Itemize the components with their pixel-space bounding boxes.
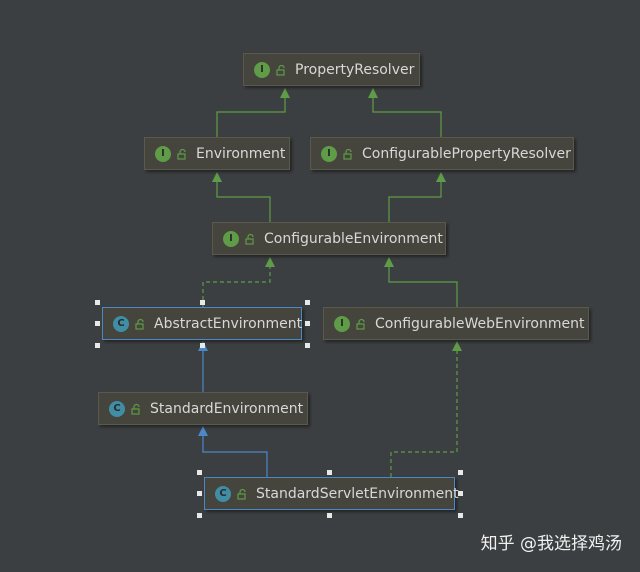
node-label: PropertyResolver — [295, 61, 415, 78]
node-configurable-environment[interactable]: I ConfigurableEnvironment — [212, 222, 446, 255]
selection-handle[interactable] — [305, 343, 310, 348]
interface-icon: I — [334, 315, 350, 332]
node-label: ConfigurablePropertyResolver — [362, 145, 571, 162]
selection-handle[interactable] — [458, 470, 463, 475]
edge-standard-servlet-environment-to-configurable-web-environment — [390, 341, 462, 477]
edge-configurable-web-environment-to-configurable-environment — [384, 257, 458, 307]
edge-environment-to-property-resolver — [216, 88, 290, 137]
interface-icon: I — [223, 230, 239, 247]
selection-handle[interactable] — [95, 343, 100, 348]
selection-handle[interactable] — [197, 470, 202, 475]
lock-open-icon — [135, 318, 144, 330]
watermark: 知乎 @我选择鸡汤 — [480, 534, 622, 554]
lock-open-icon — [131, 403, 140, 415]
node-standard-environment[interactable]: C StandardEnvironment — [98, 392, 308, 425]
node-environment[interactable]: I Environment — [144, 137, 290, 170]
selection-handle[interactable] — [305, 321, 310, 326]
selection-handle[interactable] — [327, 470, 332, 475]
node-label: Environment — [196, 145, 286, 162]
lock-open-icon — [237, 488, 246, 500]
selection-handle[interactable] — [327, 513, 332, 518]
class-icon: C — [109, 400, 125, 417]
lock-open-icon — [343, 148, 352, 160]
selection-handle[interactable] — [458, 513, 463, 518]
node-label: StandardServletEnvironment — [256, 485, 459, 502]
selection-handle[interactable] — [197, 513, 202, 518]
node-label: ConfigurableWebEnvironment — [375, 315, 585, 332]
edge-configurable-environment-to-environment — [212, 172, 271, 222]
selection-handle[interactable] — [200, 300, 205, 305]
node-configurable-property-resolver[interactable]: I ConfigurablePropertyResolver — [310, 137, 574, 170]
selection-handle[interactable] — [95, 300, 100, 305]
selection-handle[interactable] — [197, 491, 202, 496]
class-icon: C — [113, 315, 129, 332]
selection-handle[interactable] — [95, 321, 100, 326]
node-configurable-web-environment[interactable]: I ConfigurableWebEnvironment — [323, 307, 589, 340]
class-icon: C — [215, 485, 231, 502]
node-abstract-environment[interactable]: C AbstractEnvironment — [102, 307, 302, 340]
interface-icon: I — [254, 61, 270, 78]
lock-open-icon — [177, 148, 186, 160]
lock-open-icon — [245, 233, 254, 245]
edge-configurable-environment-to-configurable-property-resolver — [388, 172, 446, 222]
node-standard-servlet-environment[interactable]: C StandardServletEnvironment — [204, 477, 459, 510]
selection-handle[interactable] — [305, 300, 310, 305]
node-property-resolver[interactable]: I PropertyResolver — [243, 53, 420, 86]
interface-icon: I — [321, 145, 337, 162]
edge-configurable-property-resolver-to-property-resolver — [368, 88, 442, 137]
node-label: ConfigurableEnvironment — [264, 230, 443, 247]
edge-abstract-environment-to-configurable-environment — [202, 257, 275, 307]
node-label: AbstractEnvironment — [154, 315, 303, 332]
edge-standard-servlet-environment-to-standard-environment — [198, 426, 268, 477]
lock-open-icon — [276, 64, 285, 76]
lock-open-icon — [356, 318, 365, 330]
node-label: StandardEnvironment — [150, 400, 304, 417]
interface-icon: I — [155, 145, 171, 162]
selection-handle[interactable] — [458, 491, 463, 496]
selection-handle[interactable] — [200, 343, 205, 348]
